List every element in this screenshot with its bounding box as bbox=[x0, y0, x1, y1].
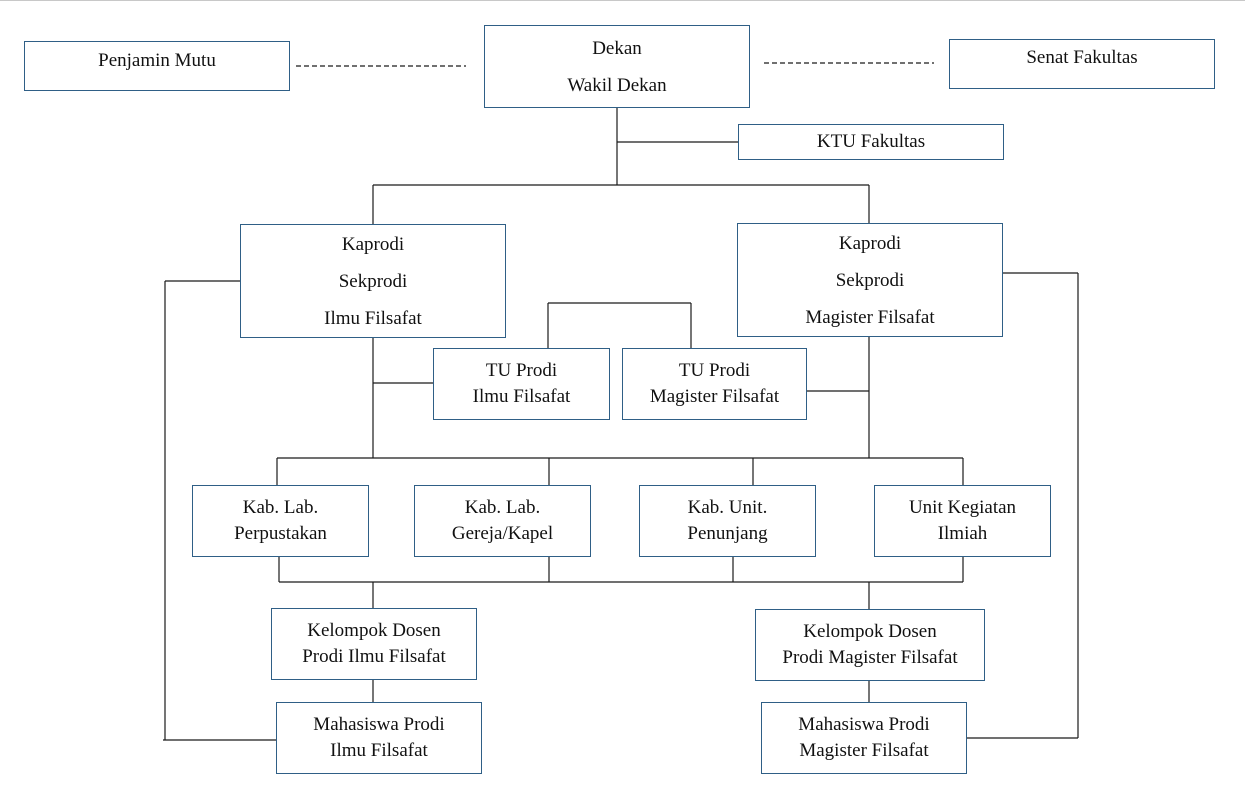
unit-label: Unit Kegiatan bbox=[908, 497, 1017, 518]
mahasiswa-label: Mahasiswa Prodi bbox=[313, 714, 445, 735]
kab-name: Gereja/Kapel bbox=[451, 523, 554, 544]
kab-perpustakaan-box: Kab. Lab. Perpustakan bbox=[192, 485, 369, 557]
kaprodi-ilmu-box: Kaprodi Sekprodi Ilmu Filsafat bbox=[240, 224, 506, 338]
unit-name: Ilmiah bbox=[937, 523, 988, 544]
senat-fakultas-label: Senat Fakultas bbox=[1026, 47, 1138, 68]
mahasiswa-prodi: Magister Filsafat bbox=[799, 740, 929, 761]
kab-name: Penunjang bbox=[687, 523, 768, 544]
dosen-prodi: Prodi Ilmu Filsafat bbox=[302, 646, 446, 667]
kab-name: Perpustakan bbox=[234, 523, 327, 544]
mahasiswa-label: Mahasiswa Prodi bbox=[798, 714, 930, 735]
prodi-label: Ilmu Filsafat bbox=[324, 307, 422, 329]
mahasiswa-ilmu-box: Mahasiswa Prodi Ilmu Filsafat bbox=[276, 702, 482, 774]
penjamin-mutu-box: Penjamin Mutu bbox=[24, 41, 290, 91]
dosen-label: Kelompok Dosen bbox=[307, 620, 441, 641]
dosen-magister-box: Kelompok Dosen Prodi Magister Filsafat bbox=[755, 609, 985, 681]
ktu-fakultas-box: KTU Fakultas bbox=[738, 124, 1004, 160]
kab-label: Kab. Lab. bbox=[242, 497, 319, 518]
tu-prodi-label: TU Prodi bbox=[485, 360, 558, 381]
tu-prodi-name: Ilmu Filsafat bbox=[472, 386, 571, 407]
tu-prodi-label: TU Prodi bbox=[678, 360, 751, 381]
dekan-label: Dekan bbox=[592, 37, 642, 59]
top-border bbox=[0, 0, 1245, 1]
dosen-ilmu-box: Kelompok Dosen Prodi Ilmu Filsafat bbox=[271, 608, 477, 680]
unit-kegiatan-box: Unit Kegiatan Ilmiah bbox=[874, 485, 1051, 557]
ktu-fakultas-label: KTU Fakultas bbox=[816, 131, 926, 152]
mahasiswa-magister-box: Mahasiswa Prodi Magister Filsafat bbox=[761, 702, 967, 774]
tu-ilmu-box: TU Prodi Ilmu Filsafat bbox=[433, 348, 610, 420]
kaprodi-label: Kaprodi bbox=[838, 232, 902, 254]
sekprodi-label: Sekprodi bbox=[338, 270, 408, 292]
dosen-label: Kelompok Dosen bbox=[803, 621, 937, 642]
kaprodi-magister-box: Kaprodi Sekprodi Magister Filsafat bbox=[737, 223, 1003, 337]
wakil-dekan-label: Wakil Dekan bbox=[567, 74, 667, 96]
kab-label: Kab. Lab. bbox=[464, 497, 541, 518]
kab-unit-box: Kab. Unit. Penunjang bbox=[639, 485, 816, 557]
kab-gereja-box: Kab. Lab. Gereja/Kapel bbox=[414, 485, 591, 557]
dosen-prodi: Prodi Magister Filsafat bbox=[782, 647, 958, 668]
mahasiswa-prodi: Ilmu Filsafat bbox=[330, 740, 428, 761]
tu-prodi-name: Magister Filsafat bbox=[649, 386, 780, 407]
penjamin-mutu-label: Penjamin Mutu bbox=[98, 50, 216, 71]
dekan-box: Dekan Wakil Dekan bbox=[484, 25, 750, 108]
kab-label: Kab. Unit. bbox=[687, 497, 768, 518]
senat-fakultas-box: Senat Fakultas bbox=[949, 39, 1215, 89]
sekprodi-label: Sekprodi bbox=[835, 269, 905, 291]
prodi-label: Magister Filsafat bbox=[805, 306, 935, 328]
kaprodi-label: Kaprodi bbox=[341, 233, 405, 255]
tu-magister-box: TU Prodi Magister Filsafat bbox=[622, 348, 807, 420]
